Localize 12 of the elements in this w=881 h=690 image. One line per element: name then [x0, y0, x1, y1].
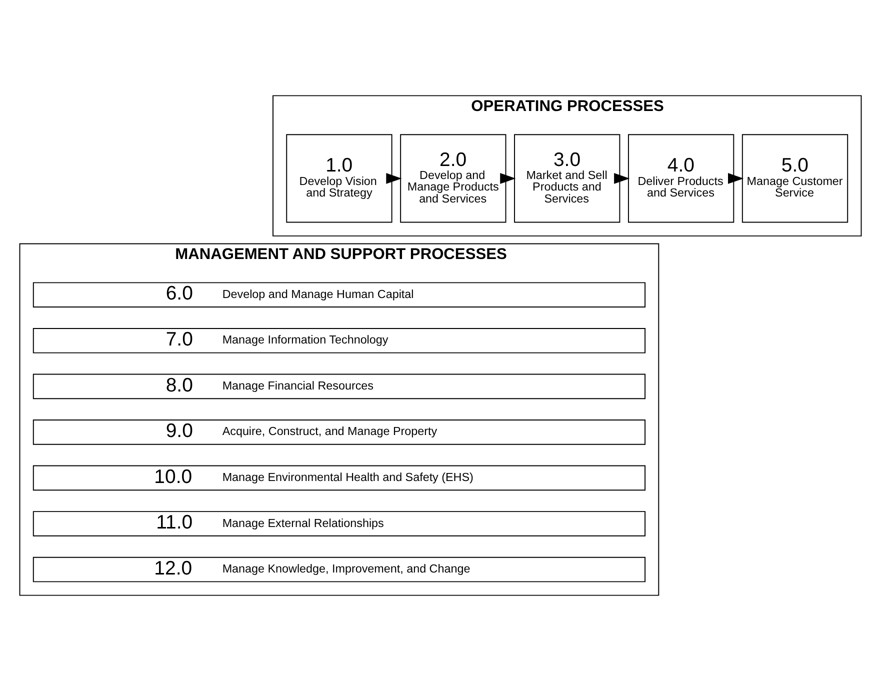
node-box: 5.0 Manage Customer Service: [742, 134, 848, 222]
node-box: 11.0 Manage External Relationships: [32, 510, 646, 536]
arrow: [500, 172, 516, 184]
node-box: 7.0 Manage Information Technology: [32, 327, 646, 353]
arrow: [614, 172, 630, 184]
node-box: 12.0 Manage Knowledge, Improvement, and Change: [32, 556, 646, 582]
arrow: [386, 172, 402, 184]
node-box: 9.0 Acquire, Construct, and Manage Property: [32, 419, 646, 444]
node-box: 6.0 Develop and Manage Human Capital: [32, 282, 646, 308]
node-box: 8.0 Manage Financial Resources: [32, 373, 646, 399]
arrow: [728, 172, 744, 184]
node-box: 10.0 Manage Environmental Health and Safety (EHS): [32, 464, 646, 490]
